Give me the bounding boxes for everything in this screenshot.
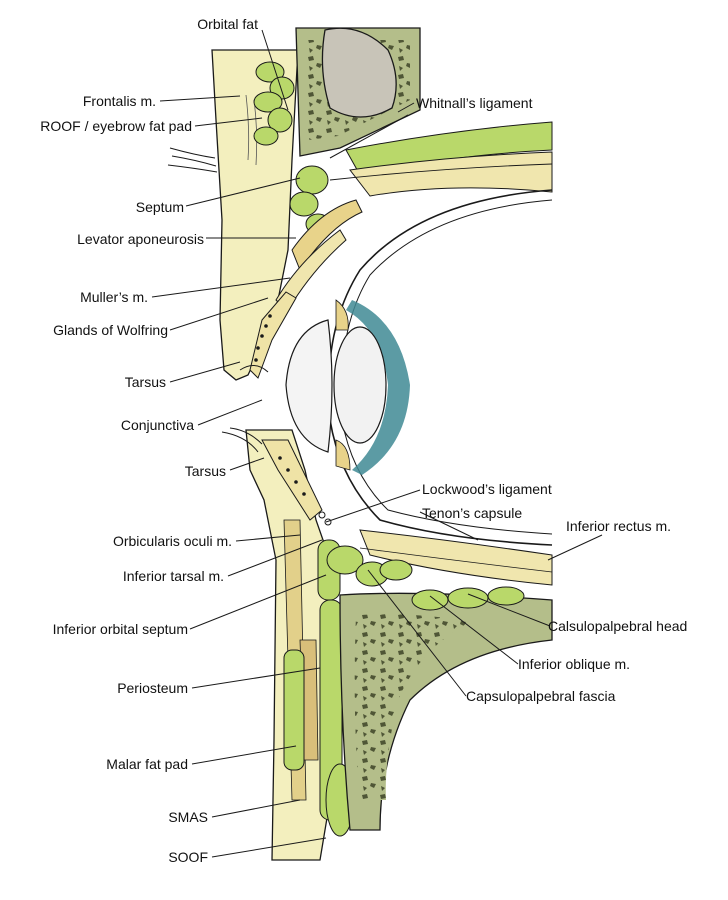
label-tarsus-upper: Tarsus <box>124 374 166 390</box>
label-whitnalls-ligament: Whitnall’s ligament <box>416 95 533 111</box>
label-capsulopalpebral-fascia: Capsulopalpebral fascia <box>466 688 616 704</box>
label-soof: SOOF <box>168 849 208 865</box>
levator-bands <box>329 121 553 197</box>
label-lockwoods-ligament: Lockwood’s ligament <box>422 481 552 497</box>
roof-fat-pad <box>253 61 295 146</box>
label-capsulopalpebral-head: Calsulopalpebral head <box>548 618 688 634</box>
label-septum: Septum <box>135 199 184 215</box>
upper-lid-layers <box>239 199 363 379</box>
lower-tarsus <box>261 439 332 526</box>
upper-orbital-bone <box>295 27 421 157</box>
globe <box>285 189 553 546</box>
label-inferior-orbital-septum: Inferior orbital septum <box>52 621 188 637</box>
label-roof: ROOF / eyebrow fat pad <box>40 118 192 134</box>
label-orbicularis-oculi: Orbicularis oculi m. <box>112 533 232 549</box>
label-orbital-fat: Orbital fat <box>197 16 258 32</box>
label-inferior-tarsal: Inferior tarsal m. <box>122 568 224 584</box>
label-periosteum: Periosteum <box>117 680 188 696</box>
label-levator-aponeurosis: Levator aponeurosis <box>77 231 204 247</box>
label-frontalis: Frontalis m. <box>82 93 156 109</box>
inferior-muscles <box>326 529 553 611</box>
label-smas: SMAS <box>168 809 208 825</box>
lower-fat <box>283 539 355 837</box>
label-tarsus-lower: Tarsus <box>184 463 226 479</box>
label-malar-fat-pad: Malar fat pad <box>106 756 188 772</box>
label-tenons-capsule: Tenon’s capsule <box>422 505 523 521</box>
inferior-orbital-bone <box>339 592 553 831</box>
label-glands-of-wolfring: Glands of Wolfring <box>53 322 168 338</box>
label-inferior-oblique: Inferior oblique m. <box>518 656 631 672</box>
label-conjunctiva: Conjunctiva <box>120 417 194 433</box>
leader-lines <box>151 29 603 858</box>
label-inferior-rectus: Inferior rectus m. <box>566 518 672 534</box>
label-mullers-muscle: Muller’s m. <box>80 289 148 305</box>
